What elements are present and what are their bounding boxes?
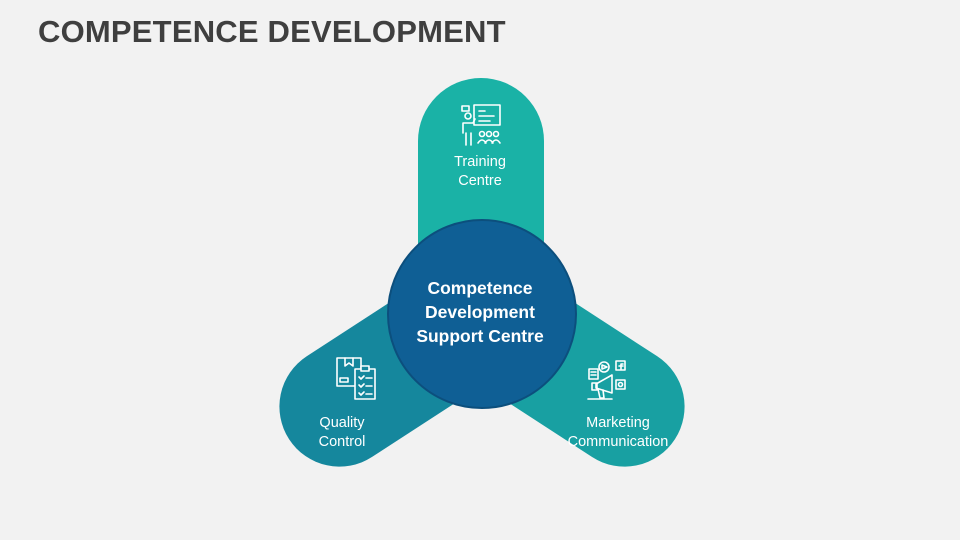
center-label-line-2: Development xyxy=(425,302,535,322)
marketing-label-line-2: Communication xyxy=(568,434,669,450)
marketing-label-line-1: Marketing xyxy=(586,415,650,431)
center-circle xyxy=(387,219,577,409)
quality-label-line-1: Quality xyxy=(319,415,365,431)
clipboard-checklist-icon xyxy=(336,357,376,400)
presentation-training-icon xyxy=(461,104,501,146)
training-label-line-2: Centre xyxy=(458,173,502,189)
center-label-line-1: Competence xyxy=(427,278,532,298)
quality-label-line-2: Control xyxy=(319,434,366,450)
center-node[interactable]: Competence Development Support Centre xyxy=(387,219,577,409)
megaphone-social-media-icon xyxy=(587,360,626,400)
page-title: COMPETENCE DEVELOPMENT xyxy=(38,14,506,49)
center-label-line-3: Support Centre xyxy=(416,326,544,346)
training-label-line-1: Training xyxy=(454,154,506,170)
